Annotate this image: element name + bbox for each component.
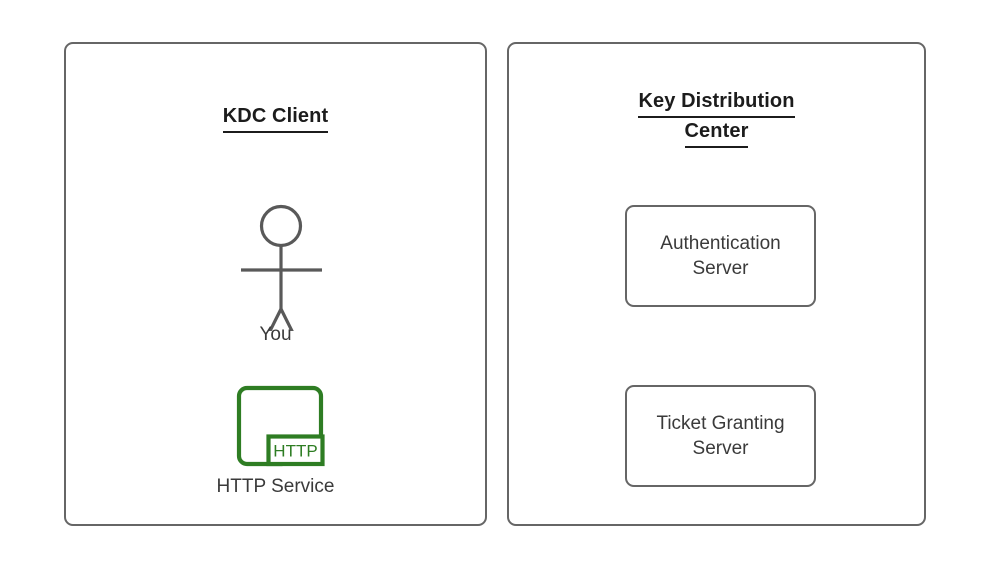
box-ticket-granting-server: Ticket Granting Server <box>625 385 816 487</box>
http-badge-text: HTTP <box>273 442 317 461</box>
panel-kdc-client: KDC Client You HTTP <box>64 42 487 526</box>
stick-figure-person-icon <box>222 156 342 331</box>
box-authentication-server-line2: Server <box>692 258 749 279</box>
panel-title-kdc-line1: Key Distribution <box>638 88 795 118</box>
panel-title-kdc-client: KDC Client <box>66 103 485 133</box>
panel-title-kdc-client-text: KDC Client <box>222 103 329 133</box>
box-ticket-granting-server-line1: Ticket Granting <box>656 413 785 434</box>
http-service-icon: HTTP <box>235 384 325 468</box>
box-authentication-server: Authentication Server <box>625 205 816 307</box>
http-service-label: HTTP Service <box>216 476 335 497</box>
panel-title-kdc-line2: Center <box>684 118 749 148</box>
panel-key-distribution-center: Key Distribution Center Authentication S… <box>507 42 926 526</box>
box-ticket-granting-server-line2: Server <box>692 438 749 459</box>
stick-figure-label: You <box>259 324 292 345</box>
box-authentication-server-line1: Authentication <box>660 233 781 254</box>
panel-title-kdc: Key Distribution Center <box>509 88 924 148</box>
